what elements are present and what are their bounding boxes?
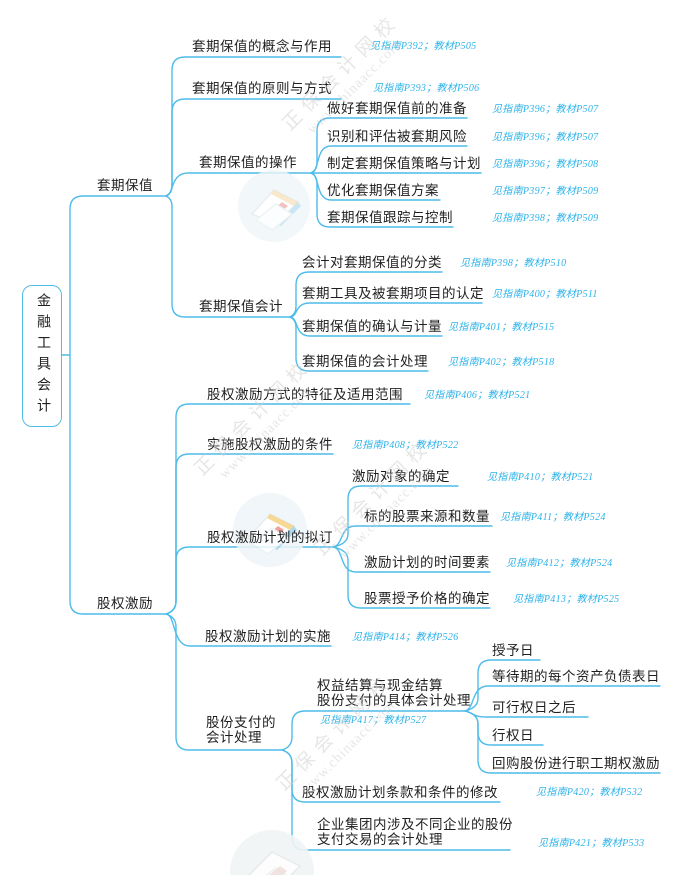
watermark-logo-icon (233, 493, 307, 567)
share-payment-accounting-line2: 会计处理 (206, 729, 262, 745)
node-op-risk-identification: 识别和评估被套期风险 (327, 129, 467, 144)
node-hedging-operation: 套期保值的操作 (199, 155, 297, 170)
node-acc-treatment: 套期保值的会计处理 (302, 354, 428, 369)
watermark-logo-icon (238, 170, 310, 242)
ref-op-tracking-control: 见指南P398；教材P509 (492, 213, 599, 224)
node-grant-date: 授予日 (492, 643, 534, 658)
ref-op-preparation: 见指南P396；教材P507 (492, 104, 599, 115)
ref-acc-designation: 见指南P400；教材P511 (492, 289, 598, 300)
node-equity-plan-drafting: 股权激励计划的拟订 (207, 530, 333, 545)
ref-hedging-concept: 见指南P392；教材P505 (370, 41, 477, 52)
ref-op-strategy-plan: 见指南P396；教材P508 (492, 159, 599, 170)
ref-equity-plan-implementation: 见指南P414；教材P526 (352, 632, 459, 643)
mindmap-root-node: 金融工具会计 (22, 285, 62, 427)
node-exercise-date: 行权日 (492, 728, 534, 743)
ref-acc-recognition-measurement: 见指南P401；教材P515 (448, 322, 555, 333)
ref-draft-grant-price: 见指南P413；教材P525 (513, 594, 620, 605)
group-share-payment-line2: 支付交易的会计处理 (317, 831, 443, 847)
ref-equity-conditions: 见指南P408；教材P522 (352, 440, 459, 451)
node-repurchase-option-incentive: 回购股份进行职工期权激励 (492, 756, 660, 771)
ref-acc-treatment: 见指南P402；教材P518 (448, 357, 555, 368)
branch-label-equity: 股权激励 (97, 596, 153, 611)
node-settlement-specific-accounting: 权益结算与现金结算 股份支付的具体会计处理 (317, 678, 471, 708)
group-share-payment-line1: 企业集团内涉及不同企业的股份 (317, 817, 513, 832)
node-acc-classification: 会计对套期保值的分类 (302, 255, 442, 270)
node-after-exercisable-date: 可行权日之后 (492, 700, 576, 715)
node-share-payment-accounting: 股份支付的 会计处理 (206, 715, 276, 745)
ref-settlement-specific-accounting: 见指南P417；教材P527 (320, 715, 427, 726)
share-payment-accounting-line1: 股份支付的 (206, 715, 276, 730)
node-op-optimization: 优化套期保值方案 (327, 183, 439, 198)
node-hedge-accounting: 套期保值会计 (199, 299, 283, 314)
ref-op-optimization: 见指南P397；教材P509 (492, 186, 599, 197)
node-draft-stock-source-quantity: 标的股票来源和数量 (364, 509, 490, 524)
node-equity-conditions: 实施股权激励的条件 (207, 437, 333, 452)
settlement-specific-line2: 股份支付的具体会计处理 (317, 692, 471, 708)
ref-group-share-payment: 见指南P421；教材P533 (538, 838, 645, 849)
node-draft-target-determination: 激励对象的确定 (352, 469, 450, 484)
node-equity-features-scope: 股权激励方式的特征及适用范围 (207, 387, 403, 402)
watermark-logo-icon (230, 830, 314, 875)
branch-lines (59, 56, 661, 851)
node-terms-modification: 股权激励计划条款和条件的修改 (302, 785, 498, 800)
node-op-strategy-plan: 制定套期保值策略与计划 (327, 156, 481, 171)
ref-op-risk-identification: 见指南P396；教材P507 (492, 132, 599, 143)
ref-draft-stock-source-quantity: 见指南P411；教材P524 (500, 512, 606, 523)
node-draft-time-elements: 激励计划的时间要素 (364, 555, 490, 570)
node-draft-grant-price: 股票授予价格的确定 (364, 591, 490, 606)
ref-acc-classification: 见指南P398；教材P510 (460, 258, 567, 269)
ref-draft-time-elements: 见指南P412；教材P524 (506, 558, 613, 569)
node-acc-designation: 套期工具及被套期项目的认定 (302, 286, 484, 301)
ref-terms-modification: 见指南P420；教材P532 (536, 787, 643, 798)
node-hedging-concept: 套期保值的概念与作用 (192, 39, 332, 54)
node-equity-plan-implementation: 股权激励计划的实施 (205, 629, 331, 644)
node-op-tracking-control: 套期保值跟踪与控制 (327, 210, 453, 225)
root-label: 金融工具会计 (35, 293, 50, 419)
node-hedging-principles: 套期保值的原则与方式 (192, 81, 332, 96)
ref-hedging-principles: 见指南P393；教材P506 (373, 83, 480, 94)
node-waiting-period-balance-sheet-date: 等待期的每个资产负债表日 (492, 669, 660, 684)
node-group-share-payment: 企业集团内涉及不同企业的股份 支付交易的会计处理 (317, 817, 513, 847)
ref-draft-target-determination: 见指南P410；教材P521 (487, 472, 594, 483)
node-op-preparation: 做好套期保值前的准备 (327, 101, 467, 116)
branch-label-hedging: 套期保值 (97, 178, 153, 193)
settlement-specific-line1: 权益结算与现金结算 (317, 678, 443, 693)
ref-equity-features-scope: 见指南P406；教材P521 (424, 390, 531, 401)
node-acc-recognition-measurement: 套期保值的确认与计量 (302, 319, 442, 334)
